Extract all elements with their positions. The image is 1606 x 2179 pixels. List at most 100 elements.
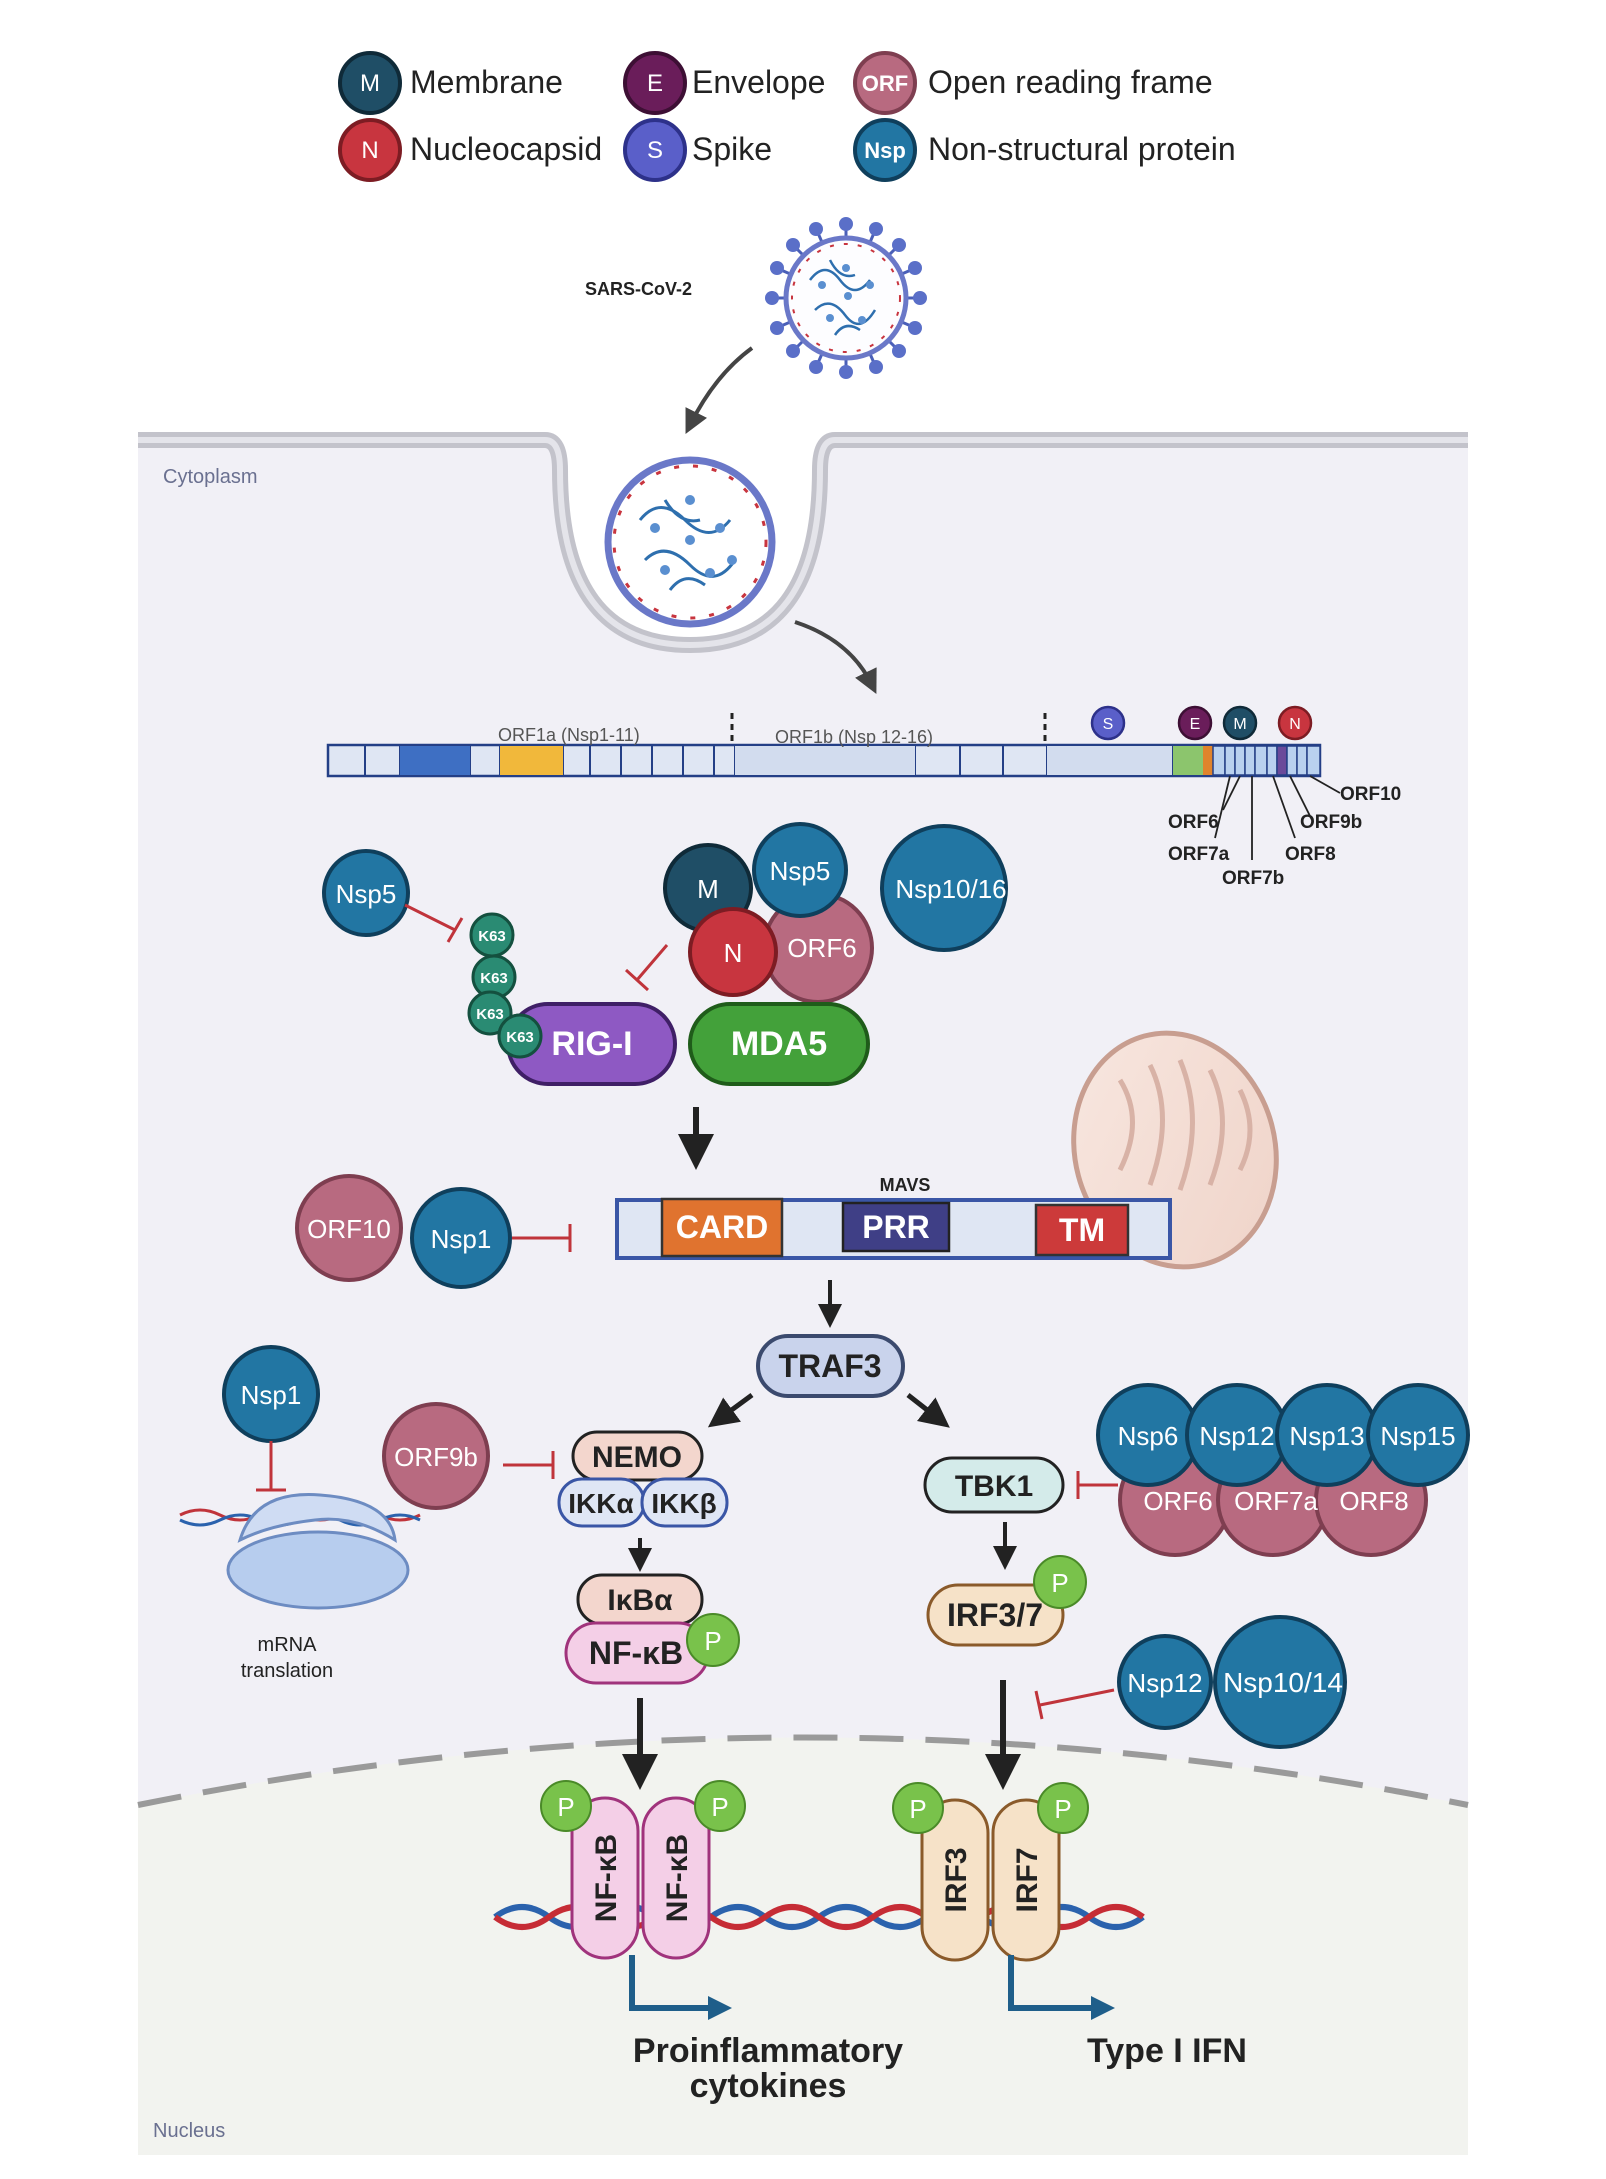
irf-dimer-phospho-right — [1037, 1782, 1089, 1834]
nfkb-dimer-phospho-right-label: P — [711, 1792, 728, 1822]
m-protein-label: M — [697, 874, 719, 904]
legend-nucleocapsid: N Nucleocapsid — [338, 118, 602, 182]
card-label: CARD — [676, 1209, 768, 1245]
legend-spike-badge: S — [647, 137, 663, 164]
nsp15-node — [1366, 1383, 1470, 1487]
legend-orf-label: Open reading frame — [928, 64, 1213, 100]
irf7-dimer-node — [991, 1798, 1061, 1962]
orf1a-label: ORF1a (Nsp1-11) — [498, 725, 640, 745]
traf3-label: TRAF3 — [778, 1348, 881, 1384]
nfkb-phospho-label: P — [704, 1626, 721, 1656]
orf6-label: ORF6 — [787, 933, 856, 963]
virus-label: SARS-CoV-2 — [585, 279, 692, 299]
legend-nucleocapsid-label: Nucleocapsid — [410, 131, 602, 167]
nfkb-dimer-right-label: NF-κB — [661, 1834, 694, 1922]
proinflammatory-label: Proinflammatory — [633, 2032, 903, 2070]
nsp10-16-node — [880, 824, 1008, 952]
legend-nucleocapsid-badge: N — [361, 137, 378, 164]
nsp10-14-label: Nsp10/14 — [1223, 1667, 1343, 1698]
nsp1-mavs-label: Nsp1 — [431, 1224, 492, 1254]
tm-label: TM — [1059, 1212, 1105, 1248]
orf7a-gene-label: ORF7a — [1168, 844, 1230, 865]
irf3-dimer-label: IRF3 — [940, 1847, 973, 1912]
nsp10-14-node — [1213, 1615, 1347, 1749]
nsp5-inhibit-line — [404, 903, 456, 932]
genome-nucleocapsid-text: N — [1289, 716, 1301, 733]
transcription-arrow-left — [629, 1955, 732, 2020]
irf-dimer-phospho-left — [892, 1782, 944, 1834]
tbk1-node — [923, 1456, 1065, 1514]
irf7-dimer-label: IRF7 — [1011, 1847, 1044, 1912]
legend-nsp-label: Non-structural protein — [928, 131, 1236, 167]
k63-3: K63 — [476, 1006, 504, 1023]
legend-envelope-label: Envelope — [692, 64, 825, 100]
legend-envelope: E Envelope — [623, 51, 825, 115]
n-protein-node — [688, 907, 778, 997]
legend-membrane-badge: M — [360, 70, 380, 97]
transcription-arrow-right — [1008, 1955, 1115, 2020]
legend-nsp-badge: Nsp — [864, 138, 906, 163]
nsp1-ribosome-label: Nsp1 — [241, 1380, 302, 1410]
orf10-nsp1-group: ORF10 Nsp1 — [295, 1174, 572, 1289]
nuclear-envelope — [137, 1734, 1469, 1808]
orf8-gene-label: ORF8 — [1285, 844, 1336, 865]
virus-particle — [765, 217, 927, 379]
prr-label: PRR — [862, 1209, 930, 1245]
irf3-dimer-node — [920, 1798, 990, 1962]
nfkb-dimer-phospho-left-label: P — [557, 1792, 574, 1822]
orf9b-label: ORF9b — [394, 1442, 478, 1472]
ribosome-large — [237, 1493, 397, 1543]
card-domain — [660, 1197, 784, 1258]
entry-arrow — [685, 346, 754, 434]
nsp12-irf-label: Nsp12 — [1127, 1668, 1202, 1698]
n-protein-label: N — [724, 938, 743, 968]
orf9b-group: ORF9b — [382, 1402, 555, 1510]
genome-membrane-text: M — [1233, 716, 1246, 733]
nsp5-complex-node — [752, 822, 848, 918]
tbk1-inhibitor-cluster: ORF6 ORF7a ORF8 Nsp6 Nsp12 Nsp13 Nsp15 — [1076, 1383, 1470, 1557]
nucleus-label: Nucleus — [153, 2120, 225, 2142]
legend-membrane-label: Membrane — [410, 64, 563, 100]
ikkb-label: IKKβ — [651, 1488, 716, 1519]
genome-map: ORF1a (Nsp1-11) ORF1b (Nsp 12-16) S E M … — [326, 705, 1401, 889]
orf7b-gene-label: ORF7b — [1222, 868, 1284, 889]
cytoplasm-region — [138, 440, 1468, 2155]
ikba-nfkb: IκBα NF-κB P — [564, 1573, 740, 1685]
genome-membrane-badge — [1222, 705, 1258, 741]
orf6-gene-label: ORF6 — [1168, 812, 1219, 833]
nsp5-left-label: Nsp5 — [336, 879, 397, 909]
irf-inhibit — [1039, 1688, 1115, 1707]
nsp10-16-label: Nsp10/16 — [895, 874, 1006, 904]
legend-orf: ORF Open reading frame — [853, 51, 1213, 115]
genome-spike-badge — [1090, 705, 1126, 741]
arrow-traf3-tbk1 — [906, 1393, 950, 1428]
viral-complex-mda5: Nsp10/16 ORF6 Nsp5 M N MDA5 — [624, 822, 1008, 1086]
mda5-node — [688, 1002, 870, 1086]
ikkb-node — [640, 1477, 729, 1528]
k63-1: K63 — [478, 928, 506, 945]
ikk-complex: NEMO IKKα IKKβ — [557, 1430, 729, 1528]
genome-spike-text: S — [1103, 716, 1114, 733]
mavs-label: MAVS — [880, 1175, 931, 1195]
uncoating-arrow — [794, 620, 877, 694]
ribosome-small — [226, 1530, 410, 1610]
orf10-node — [295, 1174, 403, 1282]
tbk1-label: TBK1 — [955, 1470, 1033, 1503]
arrow-traf3-nemo — [707, 1392, 754, 1428]
nfkb-label: NF-κB — [589, 1635, 683, 1671]
rig-i-label: RIG-I — [551, 1025, 632, 1063]
nfkb-dimer-phospho-right — [694, 1780, 746, 1832]
nfkb-dimer-phospho-left — [540, 1780, 592, 1832]
nsp12-irf-node — [1117, 1634, 1213, 1730]
genome-nucleocapsid-badge — [1277, 705, 1313, 741]
genome-envelope-badge — [1177, 705, 1213, 741]
nsp12-label: Nsp12 — [1199, 1421, 1274, 1451]
orf7a-label: ORF7a — [1234, 1486, 1318, 1516]
nsp1-mavs-node — [410, 1187, 512, 1289]
nfkb-phospho — [686, 1613, 740, 1667]
nemo-label: NEMO — [592, 1441, 682, 1474]
nsp15-label: Nsp15 — [1380, 1421, 1455, 1451]
orf9b-gene-label: ORF9b — [1300, 812, 1362, 833]
nfkb-dimer-left — [570, 1796, 640, 1960]
irf37-phospho — [1033, 1555, 1087, 1609]
